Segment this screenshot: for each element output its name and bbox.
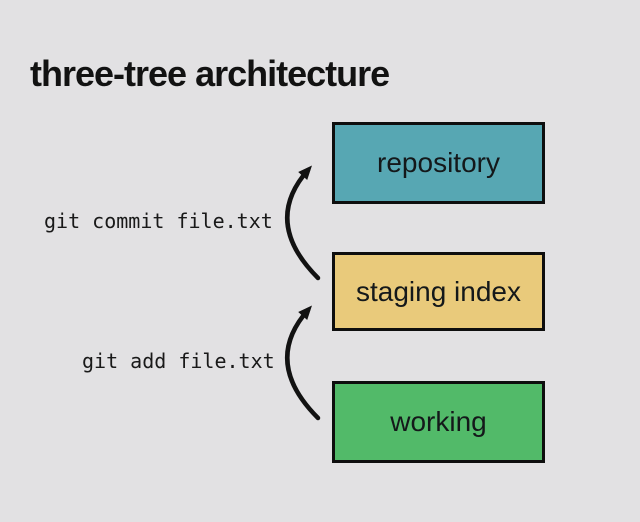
- add-arrow-icon: [285, 305, 321, 421]
- box-staging-index-label: staging index: [355, 275, 521, 307]
- box-staging-index: staging index: [332, 252, 545, 331]
- commit-command-label: git commit file.txt: [44, 209, 273, 233]
- commit-arrow-icon: [285, 165, 321, 281]
- slide-title: three-tree architecture: [30, 53, 390, 95]
- add-command-label: git add file.txt: [82, 349, 275, 373]
- box-working-label: working: [390, 406, 487, 437]
- box-repository-label: repository: [377, 147, 500, 178]
- box-repository: repository: [332, 122, 545, 204]
- box-working: working: [332, 381, 545, 463]
